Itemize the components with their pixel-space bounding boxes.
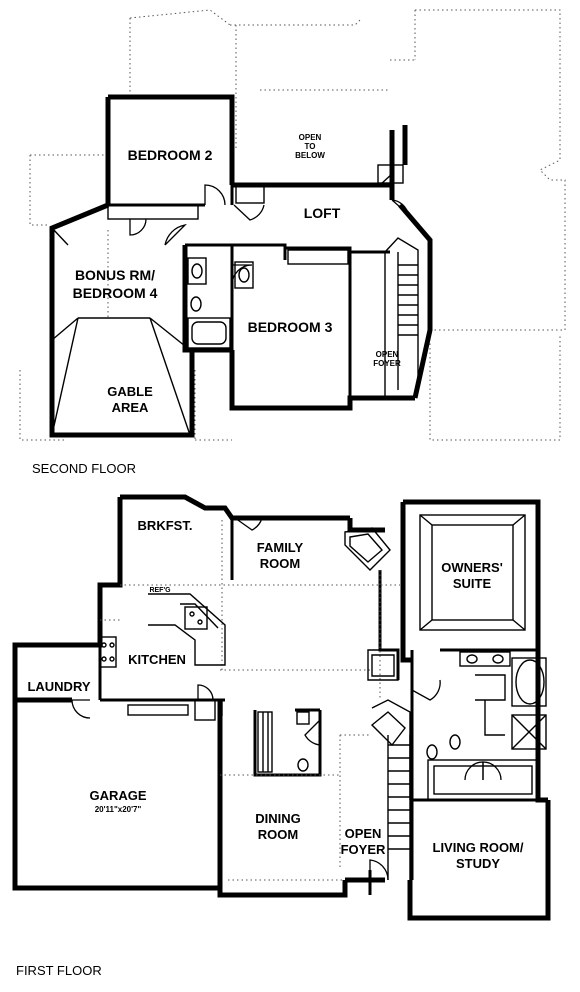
door-icon <box>71 699 91 719</box>
second-floor-closets <box>107 164 404 265</box>
owners-suite-tray-ceiling <box>419 514 526 631</box>
room-label-garage-dimensions: 20'11"x20'7" <box>95 805 142 814</box>
room-label-open-foyer: OPEN <box>376 350 399 359</box>
room-label-owners-suite-2: SUITE <box>453 576 492 591</box>
door-icon <box>231 264 253 286</box>
vanity-icon <box>459 651 511 667</box>
room-label-open-to-below-2: TO <box>305 142 316 151</box>
first-floor: REF'G <box>12 494 551 978</box>
walk-in-closet <box>427 759 539 801</box>
room-label-open-foyer-2: FOYER <box>373 359 401 368</box>
door-icon <box>204 184 226 206</box>
room-label-dining-room-2: ROOM <box>258 827 298 842</box>
first-floor-stair <box>367 649 411 880</box>
room-label-gable-area-2: AREA <box>112 400 149 415</box>
second-floor-stair <box>384 237 419 390</box>
second-floor-roof-outline <box>19 9 566 441</box>
room-label-open-foyer-2: FOYER <box>341 842 386 857</box>
door-icon <box>234 517 263 531</box>
toilet-icon <box>426 744 438 760</box>
room-label-family-room-2: ROOM <box>260 556 300 571</box>
powder-room <box>257 711 321 773</box>
kitchen-fixtures: REF'G <box>71 587 226 721</box>
door-icon <box>464 761 484 781</box>
second-floor: BEDROOM 2 OPEN TO BELOW LOFT BONUS RM/ B… <box>19 9 566 476</box>
door-icon <box>379 171 395 186</box>
room-label-bedroom-3: BEDROOM 3 <box>248 319 333 335</box>
room-label-breakfast: BRKFST. <box>138 518 193 533</box>
toilet-icon <box>297 758 309 772</box>
room-label-dining-room: DINING <box>255 811 301 826</box>
room-label-living-room-study-2: STUDY <box>456 856 500 871</box>
owners-bath <box>426 651 547 801</box>
room-label-garage: GARAGE <box>89 788 146 803</box>
floor-title-second: SECOND FLOOR <box>32 461 136 476</box>
room-label-bonus-room: BONUS RM/ <box>75 267 155 283</box>
door-icon <box>304 719 321 746</box>
room-label-owners-suite: OWNERS' <box>441 560 503 575</box>
room-label-laundry: LAUNDRY <box>27 679 90 694</box>
door-icon <box>164 223 187 246</box>
toilet-icon <box>449 734 461 750</box>
room-label-family-room: FAMILY <box>257 540 304 555</box>
door-icon <box>129 218 147 236</box>
fireplace <box>234 517 391 571</box>
front-door-icon <box>369 859 389 881</box>
gable-hip-lines <box>51 227 191 436</box>
room-label-open-foyer: OPEN <box>345 826 382 841</box>
door-icon <box>197 684 214 701</box>
shower-icon <box>511 714 547 750</box>
door-icon <box>411 679 441 701</box>
room-label-open-to-below: OPEN <box>299 133 322 142</box>
first-floor-dotted <box>100 520 400 881</box>
floor-title-first: FIRST FLOOR <box>16 963 102 978</box>
sink-icon <box>187 257 207 285</box>
first-floor-doors <box>197 679 502 881</box>
second-floor-doors <box>129 171 410 286</box>
bathtub-icon <box>515 659 545 705</box>
range-icon <box>99 636 117 668</box>
door-icon <box>482 761 502 781</box>
door-icon <box>233 204 265 221</box>
room-label-kitchen: KITCHEN <box>128 652 186 667</box>
toilet-icon <box>190 296 202 312</box>
room-label-living-room-study: LIVING ROOM/ <box>433 840 524 855</box>
room-label-bedroom-4: BEDROOM 4 <box>73 285 158 301</box>
door-icon <box>391 199 410 216</box>
room-label-gable-area: GABLE <box>107 384 153 399</box>
sink-icon <box>184 606 208 630</box>
room-label-loft: LOFT <box>304 205 341 221</box>
refrigerator-label: REF'G <box>149 587 171 594</box>
second-floor-bath <box>187 257 254 349</box>
room-label-bedroom-2: BEDROOM 2 <box>128 147 213 163</box>
sink-icon <box>296 711 310 725</box>
room-label-open-to-below-3: BELOW <box>295 151 325 160</box>
bathtub-icon <box>187 317 231 349</box>
